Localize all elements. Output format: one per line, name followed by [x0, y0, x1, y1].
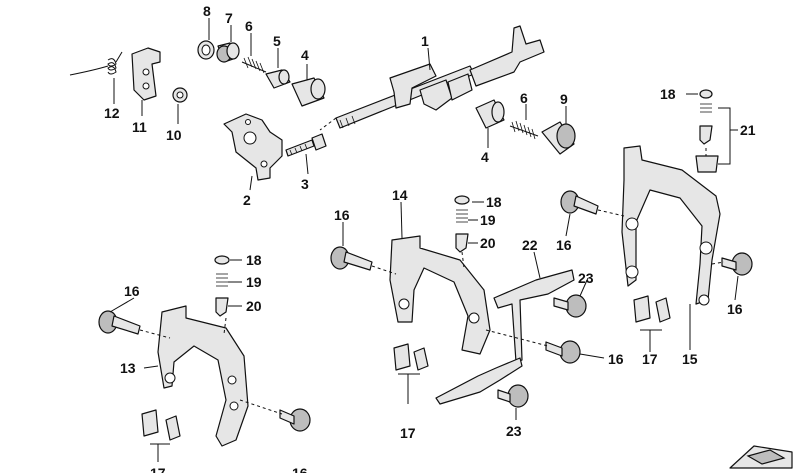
part-8-ring	[197, 40, 215, 60]
part-13-shift-fork	[157, 305, 249, 447]
callout-6-top: 6	[245, 18, 253, 34]
callout-20-center: 20	[480, 235, 496, 251]
parts-18-21-right	[695, 89, 719, 173]
part-16-bolt-center-left	[330, 246, 373, 271]
callout-15: 15	[682, 351, 698, 367]
part-2-plate	[223, 113, 283, 181]
part-16-bolt-right-top	[560, 190, 599, 215]
parts-18-19-20-center	[454, 195, 470, 253]
callout-17-right: 17	[642, 351, 658, 367]
callout-18-left: 18	[246, 252, 262, 268]
part-12-spring	[69, 51, 123, 76]
part-16-bolt-right	[721, 252, 753, 276]
callout-19-left: 19	[246, 274, 262, 290]
part-10-circlip	[172, 87, 188, 103]
callout-12: 12	[104, 105, 120, 121]
callout-7: 7	[225, 10, 233, 26]
part-4-sleeve-right	[475, 99, 505, 129]
callout-20-left: 20	[246, 298, 262, 314]
callout-16-d: 16	[124, 283, 140, 299]
callout-16-b: 16	[556, 237, 572, 253]
callout-19-center: 19	[480, 212, 496, 228]
callout-3: 3	[301, 176, 309, 192]
callout-16-f: 16	[292, 465, 308, 473]
part-11-bracket	[131, 47, 161, 101]
callout-18-right: 18	[660, 86, 676, 102]
part-14-shift-fork	[389, 235, 491, 355]
part-15-shift-fork	[621, 145, 721, 306]
callout-10: 10	[166, 127, 182, 143]
callout-23-top: 23	[578, 270, 594, 286]
callout-22: 22	[522, 237, 538, 253]
part-6-spring-right	[509, 120, 539, 140]
part-16-bolt-lower-left	[98, 310, 141, 335]
part-3-bolt	[285, 133, 327, 157]
part-17-pads-right	[633, 295, 671, 323]
callout-23-bottom: 23	[506, 423, 522, 439]
callout-6-right: 6	[520, 90, 528, 106]
part-16-bolt-lower-center	[545, 340, 581, 364]
callout-4-top: 4	[301, 47, 309, 63]
callout-17-left: 17	[150, 465, 166, 473]
part-1-selector-shaft	[335, 25, 545, 129]
callout-5: 5	[273, 33, 281, 49]
callout-16-a: 16	[334, 207, 350, 223]
part-22-lever	[435, 269, 575, 405]
part-5-pin	[265, 69, 291, 89]
callout-9: 9	[560, 91, 568, 107]
corner-badge	[729, 445, 793, 469]
callout-16-e: 16	[608, 351, 624, 367]
callout-4-right: 4	[481, 149, 489, 165]
part-17-pads-left	[141, 409, 181, 441]
callout-21: 21	[740, 122, 756, 138]
part-7-bushing	[216, 42, 240, 63]
part-23-bolt-bottom	[497, 384, 529, 408]
callout-11: 11	[132, 119, 147, 135]
callout-1: 1	[421, 33, 429, 49]
callout-16-c: 16	[727, 301, 743, 317]
parts-18-19-20-left	[214, 255, 230, 317]
callout-14: 14	[392, 187, 408, 203]
part-23-bolt-top	[553, 294, 587, 318]
callout-17-center: 17	[400, 425, 416, 441]
callout-13: 13	[120, 360, 136, 376]
callout-2: 2	[243, 192, 251, 208]
part-9-cap	[541, 121, 576, 155]
part-17-pads-center	[393, 343, 429, 371]
part-6-spring-top	[241, 56, 267, 74]
part-16-bolt-bottom-left	[279, 408, 311, 432]
callout-8: 8	[203, 3, 211, 19]
part-4-sleeve-top	[291, 77, 326, 107]
callout-18-center: 18	[486, 194, 502, 210]
